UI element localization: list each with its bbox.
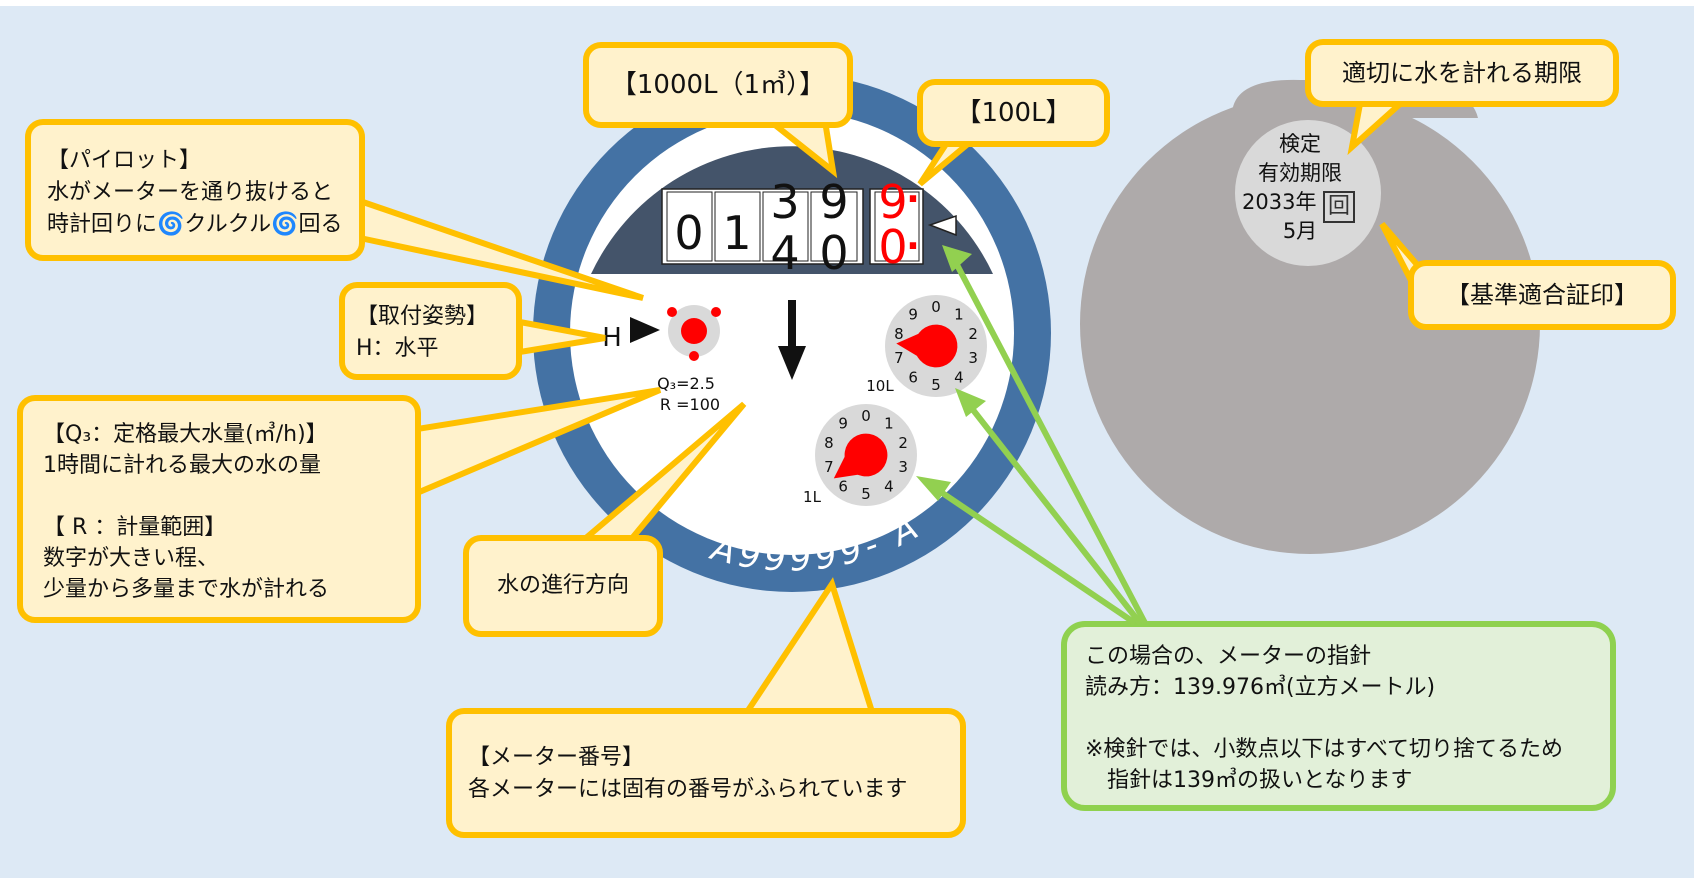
dial-1l-label: 1L: [803, 488, 822, 506]
dial-10l-number: 1: [954, 305, 964, 323]
callout-100l-text: 【100L】: [955, 98, 1072, 128]
dial-10l-number: 9: [908, 305, 918, 323]
callout-cert-text: 【基準適合証印】: [1446, 281, 1638, 309]
note-reading-rule: ※検針では、小数点以下はすべて切り捨てるため: [1085, 737, 1564, 762]
callout-pilot: 【パイロット】 水がメーターを通り抜けると 時計回りに🌀クルクル🌀回る: [25, 119, 365, 261]
red-dash-lower: ·: [906, 226, 920, 267]
odometer-digit-1: 0: [674, 206, 703, 260]
q3-label: Q₃=2.5: [657, 374, 715, 393]
callout-serial-line2: 各メーターには固有の番号がふられています: [468, 777, 908, 802]
dial-1l-number: 5: [861, 485, 871, 503]
red-counter-window: [869, 188, 924, 265]
validity-seal: [1235, 120, 1381, 266]
callout-1000l-text: 【1000L（1㎥）】: [610, 70, 826, 100]
callout-serial-title: 【メーター番号】: [468, 745, 645, 770]
note-reading: この場合の、メーターの指針 読み方：139.976㎥(立方メートル) ※検針では…: [1061, 621, 1616, 811]
callout-r-line2: 数字が大きい程、: [43, 546, 220, 571]
green-arrow-to-red-counter: [952, 259, 1148, 625]
callout-r-line3: 少量から多量まで水が計れる: [43, 577, 330, 602]
red-dash-upper: ·: [906, 179, 920, 220]
dial-10l-number: 2: [968, 325, 978, 343]
green-arrowhead-red-counter-icon: [942, 245, 972, 272]
dial-10l-number: 4: [954, 369, 964, 387]
callout-cert: 【基準適合証印】: [1408, 260, 1676, 330]
callout-r-title: 【 R ：計量範囲】: [43, 515, 227, 540]
seal-year: 2033年: [1242, 190, 1317, 214]
dial-10l-label: 10L: [866, 377, 894, 395]
callout-pilot-title: 【パイロット】: [47, 148, 202, 173]
mounting-arrow-icon: [630, 317, 660, 343]
dial-10l-pointer-icon: [896, 324, 958, 368]
mounting-mark: H: [602, 323, 622, 353]
callout-q3-title: 【Q₃：定格最大水量(㎥/h)】: [43, 422, 328, 447]
callout-mounting-line2: H：水平: [356, 336, 439, 361]
callout-flow-text: 水の進行方向: [496, 573, 629, 598]
dial-10l-number: 8: [894, 325, 904, 343]
callout-pilot-line2: 水がメーターを通り抜けると: [47, 180, 334, 205]
callout-serial: 【メーター番号】 各メーターには固有の番号がふられています: [446, 708, 966, 838]
dial-10l-number: 0: [931, 298, 941, 316]
pilot-icon: [667, 305, 721, 361]
dial-1l-number: 6: [838, 478, 848, 496]
dial-1l-number: 8: [824, 434, 834, 452]
green-arrowhead-1l-icon: [916, 476, 951, 501]
odometer-digit-4-upper: 9: [819, 175, 848, 229]
dial-1l-pointer-icon: [833, 433, 888, 479]
green-arrow-to-1l-dial: [933, 485, 1137, 626]
odometer: [661, 188, 924, 265]
red-digit-lower: 0: [878, 220, 907, 274]
seal-mark-text: 回: [1327, 194, 1350, 219]
callout-q3-line2: 1時間に計れる最大の水の量: [43, 453, 321, 478]
r-label: R =100: [660, 395, 720, 414]
dial-10l-number: 3: [968, 349, 978, 367]
callout-validity-text: 適切に水を計れる期限: [1342, 59, 1582, 87]
meter-body-svg: [1080, 79, 1540, 554]
dial-1l-number: 2: [898, 434, 908, 452]
dial-10l-number: 6: [908, 369, 918, 387]
callout-mounting-title: 【取付姿勢】: [356, 304, 489, 329]
note-reading-value: 読み方：139.976㎥(立方メートル): [1085, 675, 1436, 700]
dial-1l-number: 9: [838, 414, 848, 432]
callout-mounting: 【取付姿勢】 H：水平: [339, 282, 522, 380]
seal-text: 検定 有効期限 2033年 5月: [1240, 130, 1376, 246]
dial-1l-number: 7: [824, 458, 834, 476]
odometer-digit-4-lower: 0: [819, 226, 848, 280]
dial-1l-number: 1: [884, 414, 894, 432]
dial-1l-number: 3: [898, 458, 908, 476]
seal-month: 5月: [1282, 219, 1318, 243]
callout-q3-r: 【Q₃：定格最大水量(㎥/h)】 1時間に計れる最大の水の量 【 R ：計量範囲…: [17, 395, 421, 623]
odometer-digit-2: 1: [722, 206, 751, 260]
dial-10l-number: 7: [894, 349, 904, 367]
green-arrow-to-10l-dial: [967, 404, 1143, 625]
seal-line1: 検定: [1279, 132, 1321, 156]
callout-pilot-line3: 時計回りに🌀クルクル🌀回る: [47, 212, 343, 237]
odometer-digit-3-upper: 3: [770, 175, 799, 229]
flow-direction-arrow-icon: [778, 300, 806, 380]
callout-1000l: 【1000L（1㎥）】: [583, 42, 853, 128]
callout-validity: 適切に水を計れる期限: [1305, 39, 1619, 107]
green-arrowhead-10l-icon: [955, 388, 986, 417]
callout-flow: 水の進行方向: [463, 535, 663, 637]
seal-mark-icon: [1323, 191, 1355, 223]
odometer-digit-3-lower: 4: [770, 226, 799, 280]
dial-1l-number: 0: [861, 407, 871, 425]
dial-1l-number: 4: [884, 478, 894, 496]
dial-10l-number: 5: [931, 376, 941, 394]
note-reading-rule2: 指針は139㎥の扱いとなります: [1085, 768, 1413, 793]
red-digit-upper: 9: [878, 175, 907, 229]
seal-line2: 有効期限: [1258, 161, 1342, 185]
note-reading-title: この場合の、メーターの指針: [1085, 644, 1372, 669]
counter-pointer-icon: [927, 214, 957, 237]
callout-100l: 【100L】: [917, 79, 1110, 147]
green-arrows: [916, 245, 1148, 626]
